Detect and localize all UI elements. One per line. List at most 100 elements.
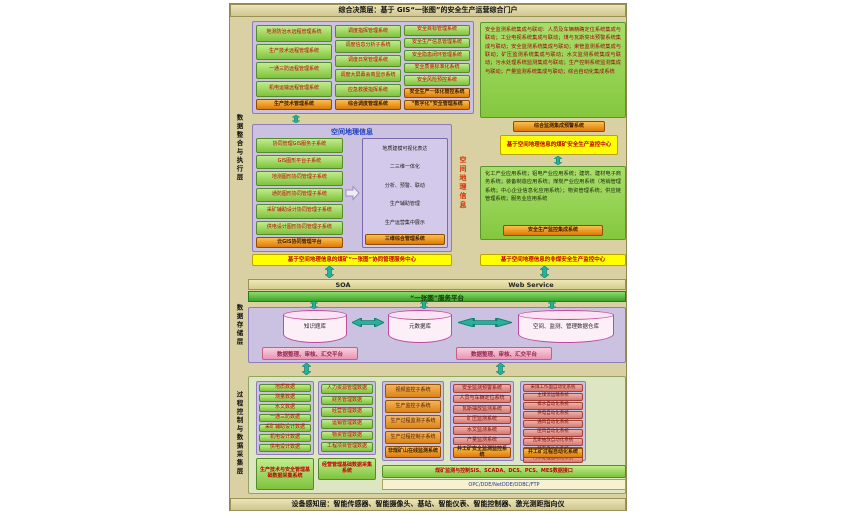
arrow-horizontal-icon (458, 318, 512, 327)
mgmt-data-panel: 人力资源管理数据财务管理数据经营管理数据运销管理数据物资管理数据工程项目管理数据 (318, 381, 376, 455)
noncoal-footer: 非煤矿山在线监测系统 (385, 446, 441, 458)
arrow-vertical-icon (540, 266, 549, 278)
industry-panel-footer: 安全生产监控集成系统 (503, 225, 603, 236)
automation-box: 排水自动化系统 (523, 401, 583, 410)
system-box: 调度信息分析子系统 (334, 39, 401, 53)
arrow-vertical-icon (420, 301, 428, 309)
system-box: 协同管理GIS服务子系统 (256, 138, 343, 153)
system-box: 生产技术远程管理系统 (256, 43, 332, 60)
database-label: 空间、监测、管理数据仓库 (532, 324, 599, 330)
dispatch-systems-column: 调度指挥管理系统调度信息分析子系统调度日常管理系统调度大屏幕会商显示系统应急救援… (334, 25, 401, 110)
tech-systems-footer: 生产技术管理系统 (256, 99, 332, 110)
system-box: GIS图形平台子系统 (256, 154, 343, 169)
mine-safety-panel: 安全监测预警系统人员与车辆定位系统瓦斯抽放监测系统矿压监测系统水文监测系统产量监… (450, 381, 514, 461)
data-box: 人力资源管理数据 (321, 384, 373, 394)
data-exchange-bar-left: 数据整理、审核、汇交平台 (262, 347, 358, 360)
data-exchange-bar-right: 数据整理、审核、汇交平台 (456, 347, 552, 360)
automation-box: 压风自动化系统 (523, 428, 583, 437)
data-box: 地质数据 (259, 384, 311, 392)
monitor-integration-panel: 安全监测系统集成与联动：人员及车辆精确定位系统集成与联动；工业电视系统集成与联动… (480, 22, 626, 118)
safety-systems-footer-1: 安全生产一体化管控系统 (403, 88, 470, 98)
data-box: 财务管理数据 (321, 395, 373, 406)
automation-panel: 采煤工作面自动化系统主煤流运输系统排水自动化系统供电自动化系统通风自动化系统压风… (520, 381, 586, 464)
gis-panel-title: 空间地理信息 (331, 128, 373, 136)
soa-bar: SOA Web Service (248, 279, 626, 290)
capability-line: 分析、预警、联动 (384, 182, 425, 189)
monitor-box: 瓦斯抽放监测系统 (453, 405, 511, 414)
safety-systems-list: 安全目标管理系统安全生产信息管理系统安全隐患闭环管理系统安全质量标准化系统安全风… (403, 25, 470, 86)
database-knowledge: 知识题库 (283, 310, 347, 343)
arrow-vertical-icon (554, 156, 562, 165)
noncoal-list: 视频监控子系统生产监控子系统生产过程监测子系统生产过程控制子系统 (385, 384, 441, 444)
layer-label-acquisition: 过程控制与数据采集层 (235, 390, 243, 476)
arrow-vertical-icon (548, 301, 556, 309)
mine-safety-list: 安全监测预警系统人员与车辆定位系统瓦斯抽放监测系统矿压监测系统水文监测系统产量监… (453, 384, 511, 456)
automation-footer: 井工矿过程自动化系统 (523, 448, 583, 458)
device-layer-bar: 设备感知层：智能传感器、智能摄像头、基站、智能仪表、智能控制器、激光测距指向仪 (230, 498, 626, 511)
system-box: 应急救援指挥系统 (334, 84, 401, 97)
automation-box: 采煤工作面自动化系统 (523, 384, 583, 392)
mgmt-collection-footer: 经营管理基础数据采集系统 (318, 458, 376, 480)
arrow-vertical-icon (310, 301, 318, 309)
data-box: 工程项目管理数据 (321, 442, 373, 453)
cylinder-top (388, 310, 452, 320)
subsystem-box: 生产过程控制子系统 (385, 430, 441, 444)
block-arrow-right-icon (345, 185, 360, 201)
data-box: 测量数据 (259, 394, 311, 402)
system-box: 机电运输远程管理系统 (256, 80, 332, 97)
protocol-interface-bar: OPC/DDE/NetDDE/ODBC/FTP (382, 479, 626, 490)
monitor-box: 产量监测系统 (453, 436, 511, 445)
safety-systems-footer-2: “数字化”安全管理系统 (403, 100, 470, 110)
data-box: 水文数据 (259, 404, 311, 412)
monitor-integration-footer: 综合监测集成预警系统 (513, 121, 605, 132)
onemap-platform-label: “一张图”服务平台 (409, 293, 465, 302)
subsystem-box: 生产监控子系统 (385, 399, 441, 413)
cylinder-top (283, 310, 347, 320)
cylinder-top (518, 310, 614, 320)
geo-collection-footer: 生产技术与安全管理基础数据采集系统 (256, 458, 314, 490)
gis-vertical-label: 空间地理信息 (459, 156, 467, 210)
automation-box: 主煤流运输系统 (523, 392, 583, 401)
system-box: 安全质量标准化系统 (403, 62, 470, 74)
subsystem-box: 视频监控子系统 (385, 384, 441, 398)
onemap-platform-bar: “一张图”服务平台 (248, 291, 626, 302)
system-box: 地测防治水远程管理系统 (256, 25, 332, 42)
system-box: 调度大屏幕会商显示系统 (334, 69, 401, 83)
system-box: 安全隐患闭环管理系统 (403, 50, 470, 61)
web-service-label: Web Service (508, 280, 554, 289)
gis-flow-arrow-wrap (345, 138, 360, 248)
safety-systems-column: 安全目标管理系统安全生产信息管理系统安全隐患闭环管理系统安全质量标准化系统安全风… (403, 25, 470, 110)
arrow-horizontal-icon (352, 318, 384, 327)
system-box: 安全风险预控系统 (403, 75, 470, 86)
monitor-box: 安全监测预警系统 (453, 384, 511, 393)
database-metadata: 元数据库 (388, 310, 452, 343)
mgmt-data-list: 人力资源管理数据财务管理数据经营管理数据运销管理数据物资管理数据工程项目管理数据 (321, 384, 373, 453)
data-box: 供电设计数据 (259, 444, 311, 452)
system-box: 安全生产信息管理系统 (403, 37, 470, 49)
3d-management-footer: 三维综合管理系统 (364, 234, 445, 245)
industry-panel-text: 化工产业应用系统；铝电产业应用系统；建筑、建材电子商务系统；装备制造应用系统；煤… (485, 171, 621, 202)
data-box: 经营管理数据 (321, 407, 373, 418)
database-warehouse: 空间、监测、管理数据仓库 (518, 310, 614, 343)
tech-systems-list: 地测防治水远程管理系统生产技术远程管理系统一通三防远程管理系统机电运输远程管理系… (256, 25, 332, 97)
automation-box: 供电自动化系统 (523, 410, 583, 419)
scada-interface-bar: 煤矿监测与控制SIS、SCADA、DCS、PCS、MES数据接口 (382, 465, 626, 478)
architecture-diagram: 综合决策层：基于 GIS“一张图”的安全生产运营综合门户 数据整合与执行层 数据… (229, 3, 627, 511)
arrow-vertical-icon (292, 115, 300, 123)
automation-box: 瓦斯抽放自动化系统 (523, 437, 583, 446)
system-box: 一通三防远程管理系统 (256, 62, 332, 79)
gis-capabilities-box: 地质建模可视化表达二三维一体化分析、预警、联动生产辅助管理生产运营集中展示 三维… (361, 138, 448, 248)
remote-systems-panel: 地测防治水远程管理系统生产技术远程管理系统一通三防远程管理系统机电运输远程管理系… (252, 21, 474, 114)
database-label: 知识题库 (303, 324, 326, 330)
data-box: 运销管理数据 (321, 419, 373, 429)
database-label: 元数据库 (408, 324, 431, 330)
data-box: 一通三防数据 (259, 414, 311, 422)
monitor-box: 矿压监测系统 (453, 415, 511, 424)
coal-onemap-center-bar: 基于空间地理信息的煤矿“一张图”协同管理服务中心 (252, 254, 452, 266)
layer-label-exec: 数据整合与执行层 (235, 114, 243, 182)
capability-line: 地质建模可视化表达 (382, 145, 428, 152)
dispatch-systems-list: 调度指挥管理系统调度信息分析子系统调度日常管理系统调度大屏幕会商显示系统应急救援… (334, 25, 401, 97)
system-box: 通防图形协同管理子系统 (256, 187, 343, 202)
